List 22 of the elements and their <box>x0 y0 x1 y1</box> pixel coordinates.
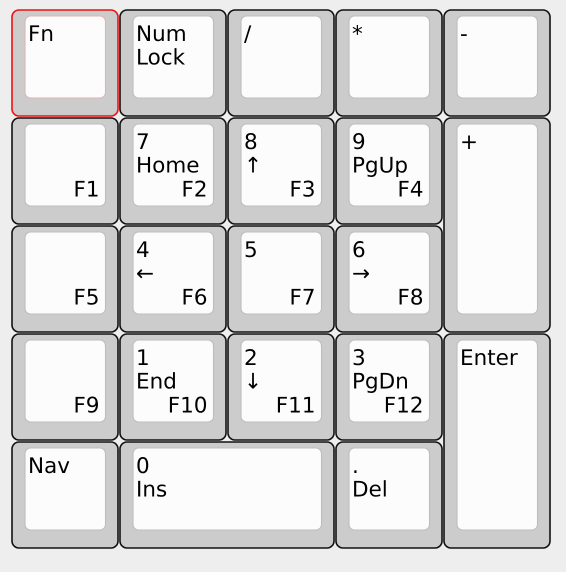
key: 2 ↓ F11 <box>227 333 335 441</box>
key: 0 Ins <box>119 441 335 549</box>
key: F1 <box>11 117 119 225</box>
key: - <box>443 9 551 117</box>
key: 1 End F10 <box>119 333 227 441</box>
key: Nav <box>11 441 119 549</box>
key: 8 ↑ F3 <box>227 117 335 225</box>
key: * <box>335 9 443 117</box>
key: Fn <box>11 9 119 117</box>
key: 6 → F8 <box>335 225 443 333</box>
key: . Del <box>335 441 443 549</box>
key: 3 PgDn F12 <box>335 333 443 441</box>
key: Num Lock <box>119 9 227 117</box>
key: 4 ← F6 <box>119 225 227 333</box>
key: / <box>227 9 335 117</box>
key: + <box>443 117 551 333</box>
key: F9 <box>11 333 119 441</box>
key: 9 PgUp F4 <box>335 117 443 225</box>
key: F5 <box>11 225 119 333</box>
key: Enter <box>443 333 551 549</box>
key: 7 Home F2 <box>119 117 227 225</box>
key: 5 F7 <box>227 225 335 333</box>
